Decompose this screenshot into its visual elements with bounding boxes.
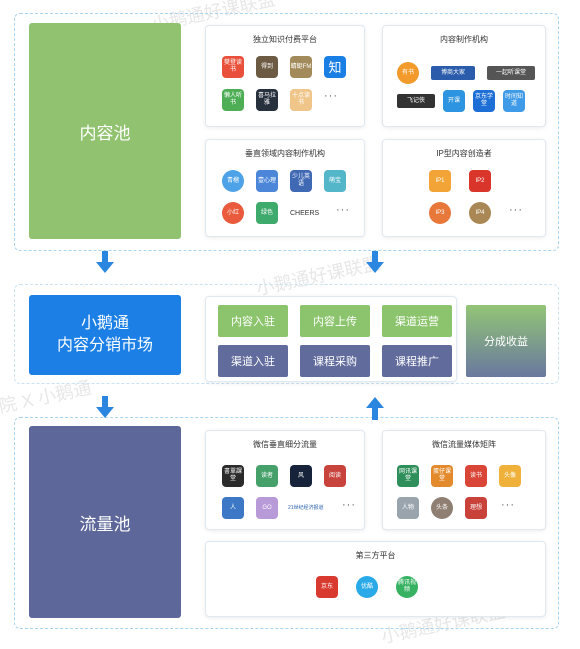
more-dots: ··· — [342, 499, 356, 511]
btn-content-join: 内容入驻 — [218, 305, 288, 337]
btn-revenue-share: 分成收益 — [466, 305, 546, 377]
logo-ren: 人 — [222, 497, 244, 519]
content-pool-label: 内容池 — [79, 123, 131, 143]
logo-xiaohong: 小红 — [222, 202, 244, 224]
market-pool: 小鹅通 内容分销市场 — [29, 295, 181, 375]
logo-ip-3: IP3 — [429, 202, 451, 224]
logo-ip-4: IP4 — [469, 202, 491, 224]
logo-shijian: 时间知道 — [503, 90, 525, 112]
logo-mengbao: 萌宝 — [324, 170, 346, 192]
traffic-pool: 流量池 — [29, 426, 181, 618]
panel-knowledge: 独立知识付费平台 樊登读书 得到 蜻蜓FM 知 懒人听书 喜马拉雅 十点读书 ·… — [205, 25, 365, 127]
logo-fandeng: 樊登读书 — [222, 56, 244, 78]
logo-lixiang: 理想 — [465, 497, 487, 519]
logo-qingliu: 青榴 — [222, 170, 244, 192]
panel-ip: IP型内容创造者 IP1 IP2 IP3 IP4 ··· — [382, 139, 546, 237]
logo-21century: 21世纪经济报道 — [288, 504, 324, 511]
logo-jingdong-school: 京东学堂 — [473, 90, 495, 112]
logo-shidian: 十点读书 — [290, 89, 312, 111]
logo-ip-2: IP2 — [469, 170, 491, 192]
logo-toutiao: 头条 — [431, 497, 453, 519]
logo-green: 绿色 — [256, 202, 278, 224]
traffic-pool-label: 流量池 — [79, 514, 131, 534]
arrow-up-right-head — [366, 397, 384, 408]
logo-ip-1: IP1 — [429, 170, 451, 192]
more-dots: ··· — [509, 204, 523, 216]
panel-title: 独立知识付费平台 — [253, 35, 317, 44]
panel-title: 垂直领域内容制作机构 — [245, 149, 325, 158]
more-dots: ··· — [501, 499, 515, 511]
logo-yiqiting: 一起听课堂 — [487, 66, 535, 80]
logo-go: GO — [256, 497, 278, 519]
market-pool-line1: 小鹅通 — [80, 315, 129, 332]
logo-kaike: 开课 — [443, 90, 465, 112]
logo-english: 少儿英语 — [290, 170, 312, 192]
logo-danzai: 蛋仔课堂 — [431, 465, 453, 487]
logo-lanren: 懒人听书 — [222, 89, 244, 111]
logo-dushu: 读书 — [465, 465, 487, 487]
more-dots: ··· — [324, 90, 338, 102]
content-region — [14, 13, 559, 251]
more-dots: ··· — [336, 204, 350, 216]
logo-yuedu: 阅读 — [324, 465, 346, 487]
market-region — [14, 284, 559, 384]
arrow-down-left-2-shaft — [102, 396, 108, 408]
logo-zhihu: 知 — [324, 56, 346, 78]
logo-cheers: CHEERS — [290, 209, 320, 217]
logo-feng: 风 — [290, 465, 312, 487]
panel-title: 微信垂直细分流量 — [253, 440, 317, 449]
logo-jd: 京东 — [316, 576, 338, 598]
panel-wechat-vertical: 微信垂直细分流量 書單課堂 读者 风 阅读 人 GO 21世纪经济报道 ··· — [205, 430, 365, 530]
logo-wangxun: 网讯课堂 — [397, 465, 419, 487]
panel-title: 内容制作机构 — [440, 35, 488, 44]
btn-channel-ops: 渠道运营 — [382, 305, 452, 337]
content-pool: 内容池 — [29, 23, 181, 239]
arrow-down-right-shaft — [372, 251, 378, 263]
arrow-down-right-head — [366, 262, 384, 273]
btn-channel-join: 渠道入驻 — [218, 345, 288, 377]
logo-boshang: 博商大家 — [431, 66, 475, 80]
panel-third-party: 第三方平台 京东 优酷 腾讯视频 — [205, 541, 546, 617]
logo-youshu: 有书 — [397, 62, 419, 84]
btn-course-purchase: 课程采购 — [300, 345, 370, 377]
traffic-region — [14, 417, 559, 629]
arrow-down-left-1-head — [96, 262, 114, 273]
btn-course-promo: 课程推广 — [382, 345, 452, 377]
panel-title: IP型内容创造者 — [436, 149, 492, 158]
btn-content-upload: 内容上传 — [300, 305, 370, 337]
panel-vertical: 垂直领域内容制作机构 青榴 壹心理 少儿英语 萌宝 小红 绿色 CHEERS ·… — [205, 139, 365, 237]
logo-ximalaya: 喜马拉雅 — [256, 89, 278, 111]
panel-title: 微信流量媒体矩阵 — [432, 440, 496, 449]
arrow-down-left-1-shaft — [102, 251, 108, 263]
logo-avatar: 头像 — [499, 465, 521, 487]
logo-youku: 优酷 — [356, 576, 378, 598]
logo-duzhe: 读者 — [256, 465, 278, 487]
logo-tencent-video: 腾讯视频 — [396, 576, 418, 598]
panel-producer: 内容制作机构 有书 博商大家 一起听课堂 飞记侠 开课 京东学堂 时间知道 — [382, 25, 546, 127]
logo-qingting: 蜻蜓FM — [290, 56, 312, 78]
logo-dedao: 得到 — [256, 56, 278, 78]
panel-wechat-matrix: 微信流量媒体矩阵 网讯课堂 蛋仔课堂 读书 头像 人物 头条 理想 ··· — [382, 430, 546, 530]
logo-feijixia: 飞记侠 — [397, 94, 435, 108]
logo-yixinli: 壹心理 — [256, 170, 278, 192]
logo-renwu: 人物 — [397, 497, 419, 519]
logo-shudan: 書單課堂 — [222, 465, 244, 487]
market-pool-line2: 内容分销市场 — [56, 337, 153, 354]
panel-title: 第三方平台 — [355, 551, 396, 560]
